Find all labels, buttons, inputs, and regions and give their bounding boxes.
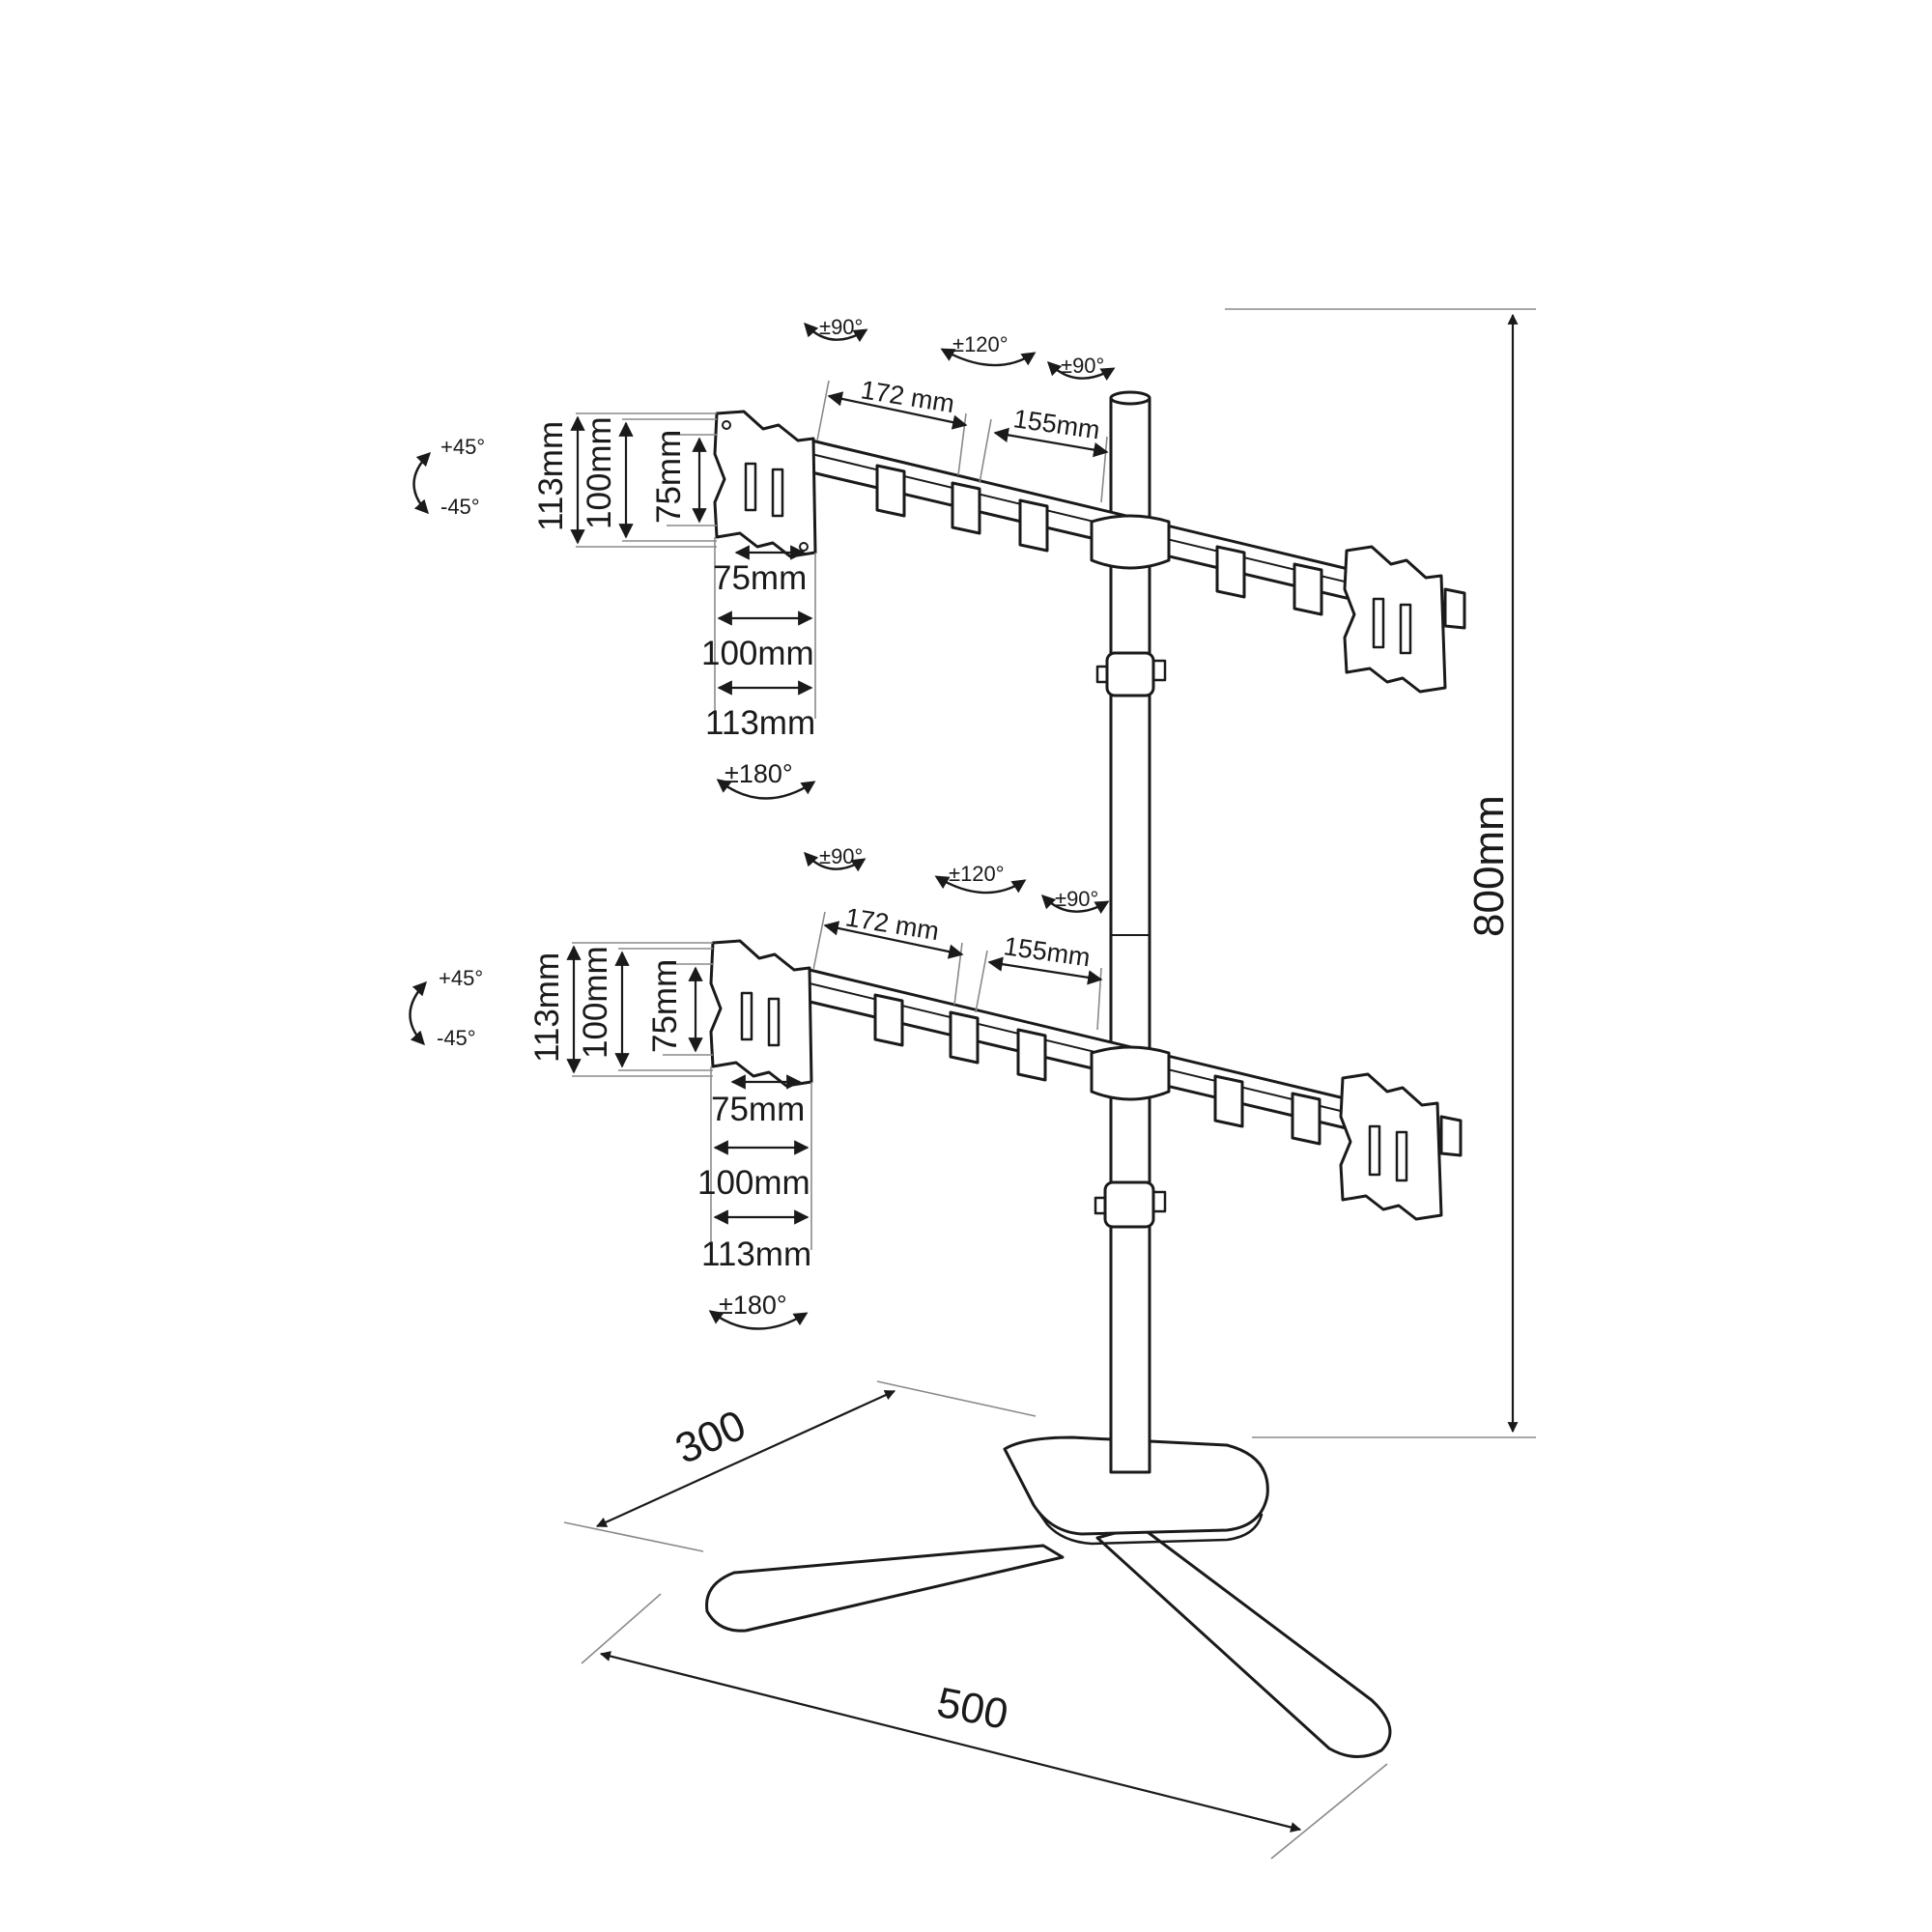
lower-vesa-width-dimensions: 75mm 100mm 113mm bbox=[697, 1066, 812, 1273]
upper-vesa-h-100-label: 100mm bbox=[581, 416, 618, 529]
upper-vesa-h-113-label: 113mm bbox=[532, 421, 570, 531]
lower-rotation-label: ±180° bbox=[719, 1291, 787, 1320]
base-center-plate bbox=[1003, 1435, 1269, 1536]
upper-arm-assembly: ±90° ±120° ±90° 172 mm 155mm +45° -45° bbox=[412, 315, 1466, 800]
upper-vesa-height-dimensions: 113mm 100mm 75mm bbox=[532, 412, 717, 548]
upper-swivel-outer-indicator: ±90° bbox=[804, 315, 868, 343]
upper-swivel-inner-indicator: ±90° bbox=[1046, 354, 1116, 382]
lower-tilt-indicator: +45° -45° bbox=[409, 966, 483, 1050]
lower-swivel-outer-label: ±90° bbox=[819, 844, 863, 868]
upper-tilt-down-label: -45° bbox=[440, 495, 480, 519]
upper-left-vesa-plate bbox=[713, 410, 817, 558]
lower-vesa-h-113-label: 113mm bbox=[528, 952, 566, 1063]
base-depth-label: 300 bbox=[668, 1402, 753, 1474]
lower-vesa-w-75-label: 75mm bbox=[711, 1091, 805, 1128]
cable-clip-upper bbox=[1095, 651, 1167, 697]
lower-tilt-up-label: +45° bbox=[439, 966, 483, 990]
upper-vesa-w-113-label: 113mm bbox=[705, 704, 815, 742]
upper-right-vesa-plate bbox=[1343, 545, 1466, 694]
lower-vesa-w-100-label: 100mm bbox=[697, 1164, 810, 1202]
upper-swivel-mid-indicator: ±120° bbox=[940, 332, 1037, 367]
base-width-label: 500 bbox=[933, 1679, 1011, 1739]
upper-swivel-outer-label: ±90° bbox=[819, 315, 863, 339]
lower-rotation-indicator: ±180° bbox=[708, 1291, 809, 1330]
upper-swivel-inner-label: ±90° bbox=[1061, 354, 1104, 378]
height-dimension: 800mm bbox=[1225, 308, 1536, 1438]
cable-clip-lower bbox=[1094, 1180, 1167, 1229]
upper-rotation-indicator: ±180° bbox=[716, 759, 816, 800]
upper-vesa-w-75-label: 75mm bbox=[713, 559, 807, 597]
lower-right-vesa-plate bbox=[1339, 1072, 1463, 1221]
lower-left-vesa-plate bbox=[709, 939, 813, 1088]
lower-vesa-h-100-label: 100mm bbox=[577, 946, 614, 1059]
tripod-base bbox=[705, 1435, 1392, 1758]
upper-rotation-label: ±180° bbox=[724, 759, 793, 788]
height-label: 800mm bbox=[1465, 795, 1513, 937]
lower-arm-assembly: ±90° ±120° ±90° 172 mm 155mm +45° -45° bbox=[409, 844, 1463, 1330]
upper-tilt-indicator: +45° -45° bbox=[412, 435, 485, 519]
upper-tilt-up-label: +45° bbox=[440, 435, 485, 459]
lower-swivel-inner-label: ±90° bbox=[1055, 887, 1098, 911]
upper-swivel-mid-label: ±120° bbox=[952, 332, 1009, 356]
lower-vesa-h-75-label: 75mm bbox=[646, 959, 684, 1053]
base-right-foot bbox=[1095, 1524, 1392, 1758]
upper-vesa-h-75-label: 75mm bbox=[650, 430, 688, 524]
upper-vesa-w-100-label: 100mm bbox=[701, 635, 814, 672]
lower-swivel-mid-indicator: ±120° bbox=[934, 862, 1027, 895]
lower-swivel-outer-indicator: ±90° bbox=[804, 844, 867, 872]
lower-swivel-inner-indicator: ±90° bbox=[1040, 887, 1110, 915]
upper-vesa-width-dimensions: 75mm 100mm 113mm bbox=[701, 537, 816, 742]
lower-vesa-height-dimensions: 113mm 100mm 75mm bbox=[528, 942, 713, 1077]
lower-swivel-mid-label: ±120° bbox=[949, 862, 1005, 886]
vertical-pole bbox=[1094, 390, 1167, 1474]
lower-vesa-w-113-label: 113mm bbox=[701, 1236, 811, 1273]
lower-tilt-down-label: -45° bbox=[437, 1026, 476, 1050]
base-left-foot bbox=[705, 1544, 1065, 1633]
base-depth-dimension: 300 bbox=[563, 1380, 1037, 1552]
